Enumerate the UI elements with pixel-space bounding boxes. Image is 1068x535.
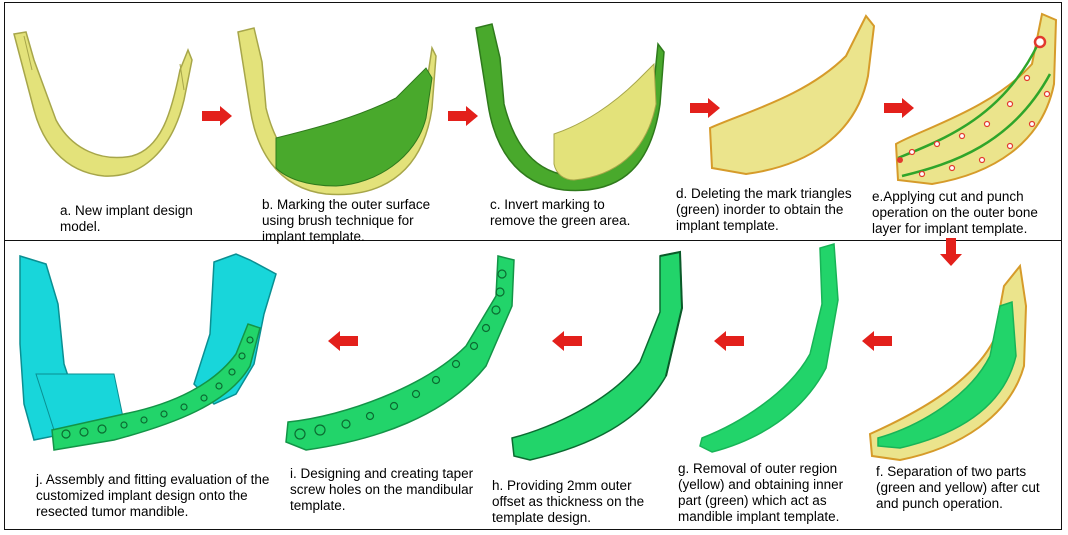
mandible-shape — [14, 32, 192, 176]
caption-e: e.Applying cut and punch operation on th… — [872, 189, 1050, 237]
row-divider — [4, 240, 1062, 241]
arrow-a-to-b — [202, 106, 232, 126]
panel-c-inverted-marking — [474, 24, 664, 189]
panel-i-screw-holes — [286, 256, 526, 456]
caption-c: c. Invert marking to remove the green ar… — [490, 197, 650, 229]
caption-d: d. Deleting the mark triangles (green) i… — [676, 186, 864, 234]
caption-j: j. Assembly and fitting evaluation of th… — [36, 472, 286, 520]
caption-g: g. Removal of outer region (yellow) and … — [678, 461, 858, 525]
caption-a: a. New implant design model. — [60, 203, 210, 235]
implant-plate — [700, 244, 838, 452]
right-arrow — [202, 106, 232, 126]
panel-j-assembly — [14, 254, 304, 454]
arrow-e-to-f — [940, 238, 962, 266]
end-point — [897, 157, 903, 163]
panel-g-inner-part — [698, 244, 848, 454]
panel-e-cut-and-punch — [892, 14, 1060, 186]
panel-b-marked-surface — [236, 28, 436, 188]
panel-d-implant-template — [706, 16, 876, 176]
caption-f: f. Separation of two parts (green and ye… — [876, 464, 1056, 512]
implant-plate — [512, 252, 682, 460]
caption-i: i. Designing and creating taper screw ho… — [290, 466, 500, 514]
panel-f-separated-parts — [870, 266, 1030, 462]
down-arrow — [940, 238, 962, 266]
panel-h-offset-thickness — [510, 252, 690, 462]
template-shape — [710, 16, 874, 174]
green-brush-mark — [276, 68, 432, 186]
panel-a-mandible-model — [12, 30, 192, 170]
yellow-region — [554, 64, 656, 180]
caption-b: b. Marking the outer surface using brush… — [262, 197, 452, 245]
implant-plate — [286, 256, 514, 450]
template-shape — [896, 14, 1056, 184]
caption-h: h. Providing 2mm outer offset as thickne… — [492, 478, 652, 526]
start-point — [1035, 37, 1045, 47]
